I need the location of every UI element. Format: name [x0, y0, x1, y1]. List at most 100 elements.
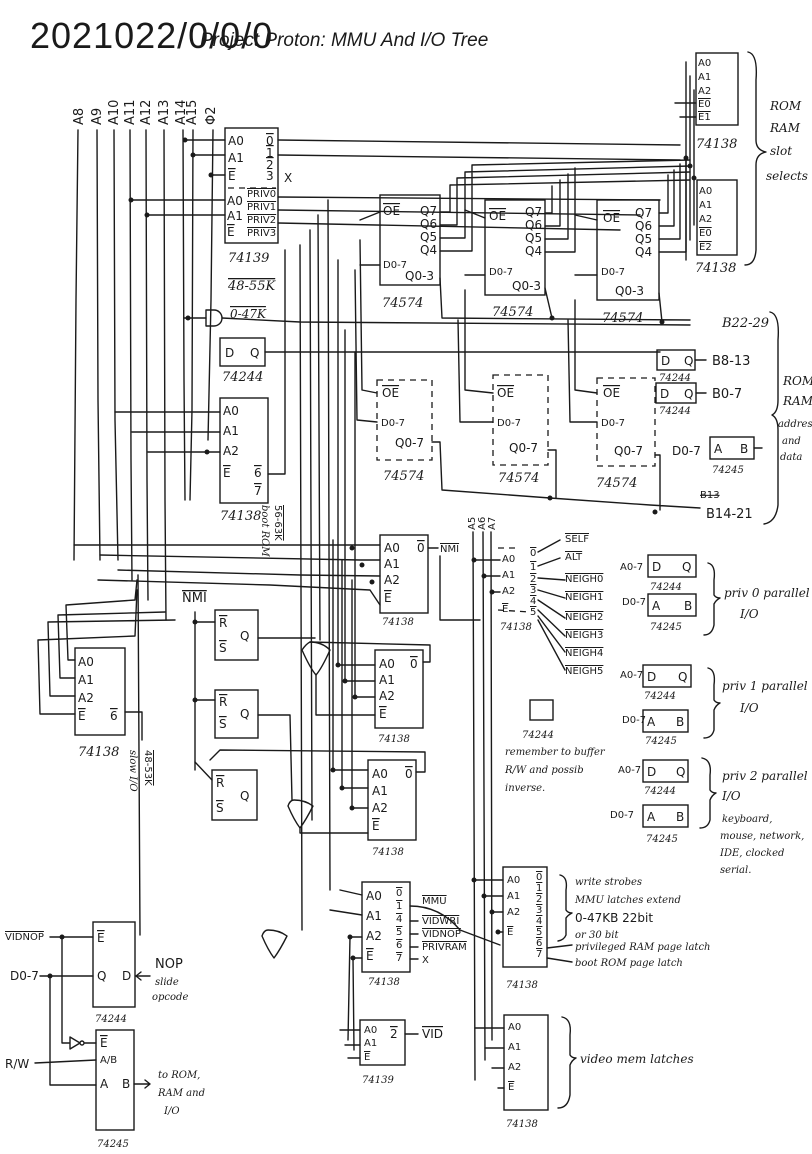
pin-q0-3: Q0-3 [405, 269, 434, 283]
pin-out-6: 6 [110, 709, 118, 723]
pin-r: R [216, 776, 224, 790]
slow-io-note: slow I/O [127, 750, 138, 792]
addr-label: A15 [185, 100, 200, 125]
pin-d: D [122, 969, 131, 983]
io-caption: priv 1 parallel [722, 679, 808, 693]
pin-a1: A1 [228, 151, 244, 165]
pin-s: S [216, 801, 224, 815]
pin-e: E [364, 1052, 370, 1063]
pin-q6: Q6 [420, 217, 437, 231]
latch-74574-dashed: OE D0-7 Q0-7 74574 [376, 379, 433, 484]
gate-range-label: 0-47K [230, 307, 267, 321]
pin-e: E [78, 709, 86, 723]
pin-d0-7: D0-7 [489, 267, 513, 278]
addr-label: A8 [72, 108, 87, 125]
part-number: 74245 [646, 834, 678, 845]
nmi-label: NMI [182, 591, 207, 606]
part-number: 74138 [368, 977, 400, 988]
buffer-74244: D Q 74244 [219, 337, 661, 385]
pin-e2: E2 [699, 242, 712, 253]
pin-q0-7: Q0-7 [395, 436, 424, 450]
pin-a1: A1 [699, 200, 712, 211]
title-date: 2021022/0/0/0 [30, 15, 273, 56]
pin-q: Q [676, 765, 685, 779]
pin-a1: A1 [508, 1042, 521, 1053]
latch-74574: OE Q7 Q6 Q5 Q4 D0-7 Q0-3 74574 [379, 194, 441, 311]
buffer-note: R/W and possib [504, 765, 584, 776]
misc-wires [137, 199, 356, 936]
pin-d: D [225, 346, 234, 360]
priv-decoder-74138: A0 A1 A2 E 0 74138 [309, 641, 431, 745]
part-number: 74574 [498, 471, 539, 486]
pin-oe: OE [489, 209, 506, 223]
to-rom-note: to ROM, [158, 1070, 200, 1081]
part-number: 74138 [696, 137, 737, 152]
pin-q: Q [250, 346, 259, 360]
pin-oe: OE [382, 386, 399, 400]
signal-vidnop: VIDNOP [422, 929, 461, 940]
signal-neigh5: NEIGH5 [565, 666, 603, 677]
pin-b: B [676, 715, 684, 729]
part-number: 74139 [362, 1075, 394, 1086]
part-number: 74244 [522, 730, 554, 741]
neighbor-decoder-74138: A0 A1 A2 E 74138 0 1 2 3 4 5 SELF ALT NE… [471, 534, 603, 677]
signal-mmu: MMU [422, 896, 447, 907]
pin-out: 1 [266, 146, 274, 160]
pin-out: 0 [530, 548, 536, 559]
bus-label: D0-7 [610, 810, 634, 821]
buffer-74244: D Q 74244 B0-7 [655, 382, 742, 417]
part-number: 74138 [372, 847, 404, 858]
addr-label: A11 [123, 100, 138, 125]
pin-a0: A0 [372, 767, 388, 781]
pin-e: E [508, 1082, 514, 1093]
pin-s: S [219, 641, 227, 655]
pin-out: 4 [396, 914, 402, 925]
pin-out-0: 0 [405, 767, 413, 781]
bus-b0-7: B0-7 [712, 387, 742, 402]
pin-out-7: 7 [254, 484, 262, 498]
pin-a: A [652, 599, 661, 613]
pin-a: A [100, 1077, 109, 1091]
signal-neigh4: NEIGH4 [565, 648, 603, 659]
io-group-priv2: A0-7 D Q 74244 D0-7 A B 74245 priv 2 par… [610, 757, 808, 876]
part-number: 74244 [222, 370, 263, 385]
pin-a1: A1 [366, 909, 382, 923]
pin-q: Q [240, 707, 249, 721]
cross-bus-wires [73, 544, 381, 606]
pin-a0: A0 [699, 186, 712, 197]
io-caption: I/O [739, 701, 759, 715]
spare-buffer-74244: 74244 remember to buffer R/W and possib … [504, 699, 606, 794]
priv-ram-latch-note: privileged RAM page latch [575, 942, 711, 953]
pin-a1: A1 [364, 1038, 377, 1049]
pin-a1: A1 [227, 209, 243, 223]
pin-q7: Q7 [420, 204, 437, 218]
pin-e: E [227, 225, 235, 239]
pin-a2: A2 [698, 86, 711, 97]
pin-oe: OE [383, 204, 400, 218]
io-caption: serial. [720, 865, 751, 876]
pin-out: 4 [530, 596, 536, 607]
pin-d0-7: D0-7 [383, 260, 407, 271]
strobe-note: 0-47KB 22bit [575, 911, 653, 925]
pin-out: 0 [396, 888, 402, 899]
pin-out: 6 [536, 938, 542, 949]
addr-label: A7 [487, 517, 498, 530]
strobe-decoder-74138: A0 A1 A2 E 0 1 2 3 4 5 6 7 74138 write s… [471, 866, 711, 991]
buffer-note: remember to buffer [505, 747, 606, 758]
bus-label: D0-7 [622, 597, 646, 608]
boot-rom-note: boot ROM [259, 505, 270, 557]
pin-a1: A1 [384, 557, 400, 571]
pin-q0-7: Q0-7 [614, 444, 643, 458]
bus-b22-29: B22-29 [721, 316, 769, 331]
pin-a0: A0 [508, 1022, 521, 1033]
strobe-note: MMU latches extend [574, 895, 681, 906]
pin-d0-7: D0-7 [381, 418, 405, 429]
pin-out-0: 0 [417, 541, 425, 555]
io-caption: mouse, network, [720, 831, 804, 842]
or-gate [261, 929, 288, 959]
addr-label: A13 [157, 100, 172, 125]
pin-a0: A0 [384, 541, 400, 555]
pin-q4: Q4 [420, 243, 437, 257]
addr-label: A14 [174, 100, 189, 125]
pin-out: 3 [266, 169, 274, 183]
